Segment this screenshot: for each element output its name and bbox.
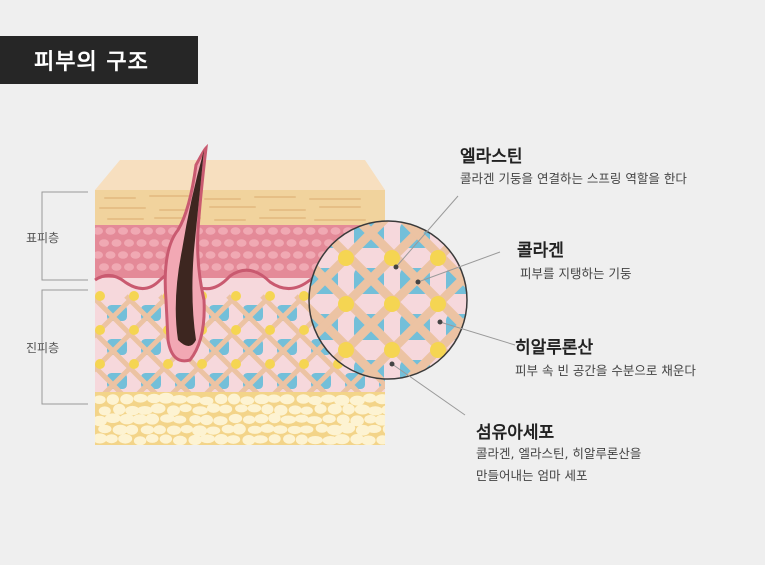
- fibroblast-desc-line2: 만들어내는 엄마 세포: [476, 465, 587, 486]
- hyaluronic-desc: 피부 속 빈 공간을 수분으로 채운다: [515, 360, 696, 381]
- hyaluronic-title: 히알루론산: [515, 333, 593, 358]
- fibroblast-title: 섬유아세포: [476, 418, 554, 443]
- fibroblast-leader: [392, 364, 465, 415]
- elastin-desc: 콜라겐 기둥을 연결하는 스프링 역할을 한다: [460, 168, 687, 189]
- epidermis-label: 표피층: [26, 229, 59, 246]
- dermis-label: 진피층: [26, 339, 59, 356]
- collagen-title: 콜라겐: [517, 236, 564, 261]
- layer-brackets: [42, 192, 88, 404]
- fibroblast-desc-line1: 콜라겐, 엘라스틴, 히알루론산을: [476, 443, 641, 464]
- elastin-title: 엘라스틴: [460, 142, 523, 167]
- collagen-desc: 피부를 지탱하는 기둥: [520, 263, 631, 284]
- skin-surface: [95, 160, 385, 190]
- fat-cells: [92, 393, 396, 446]
